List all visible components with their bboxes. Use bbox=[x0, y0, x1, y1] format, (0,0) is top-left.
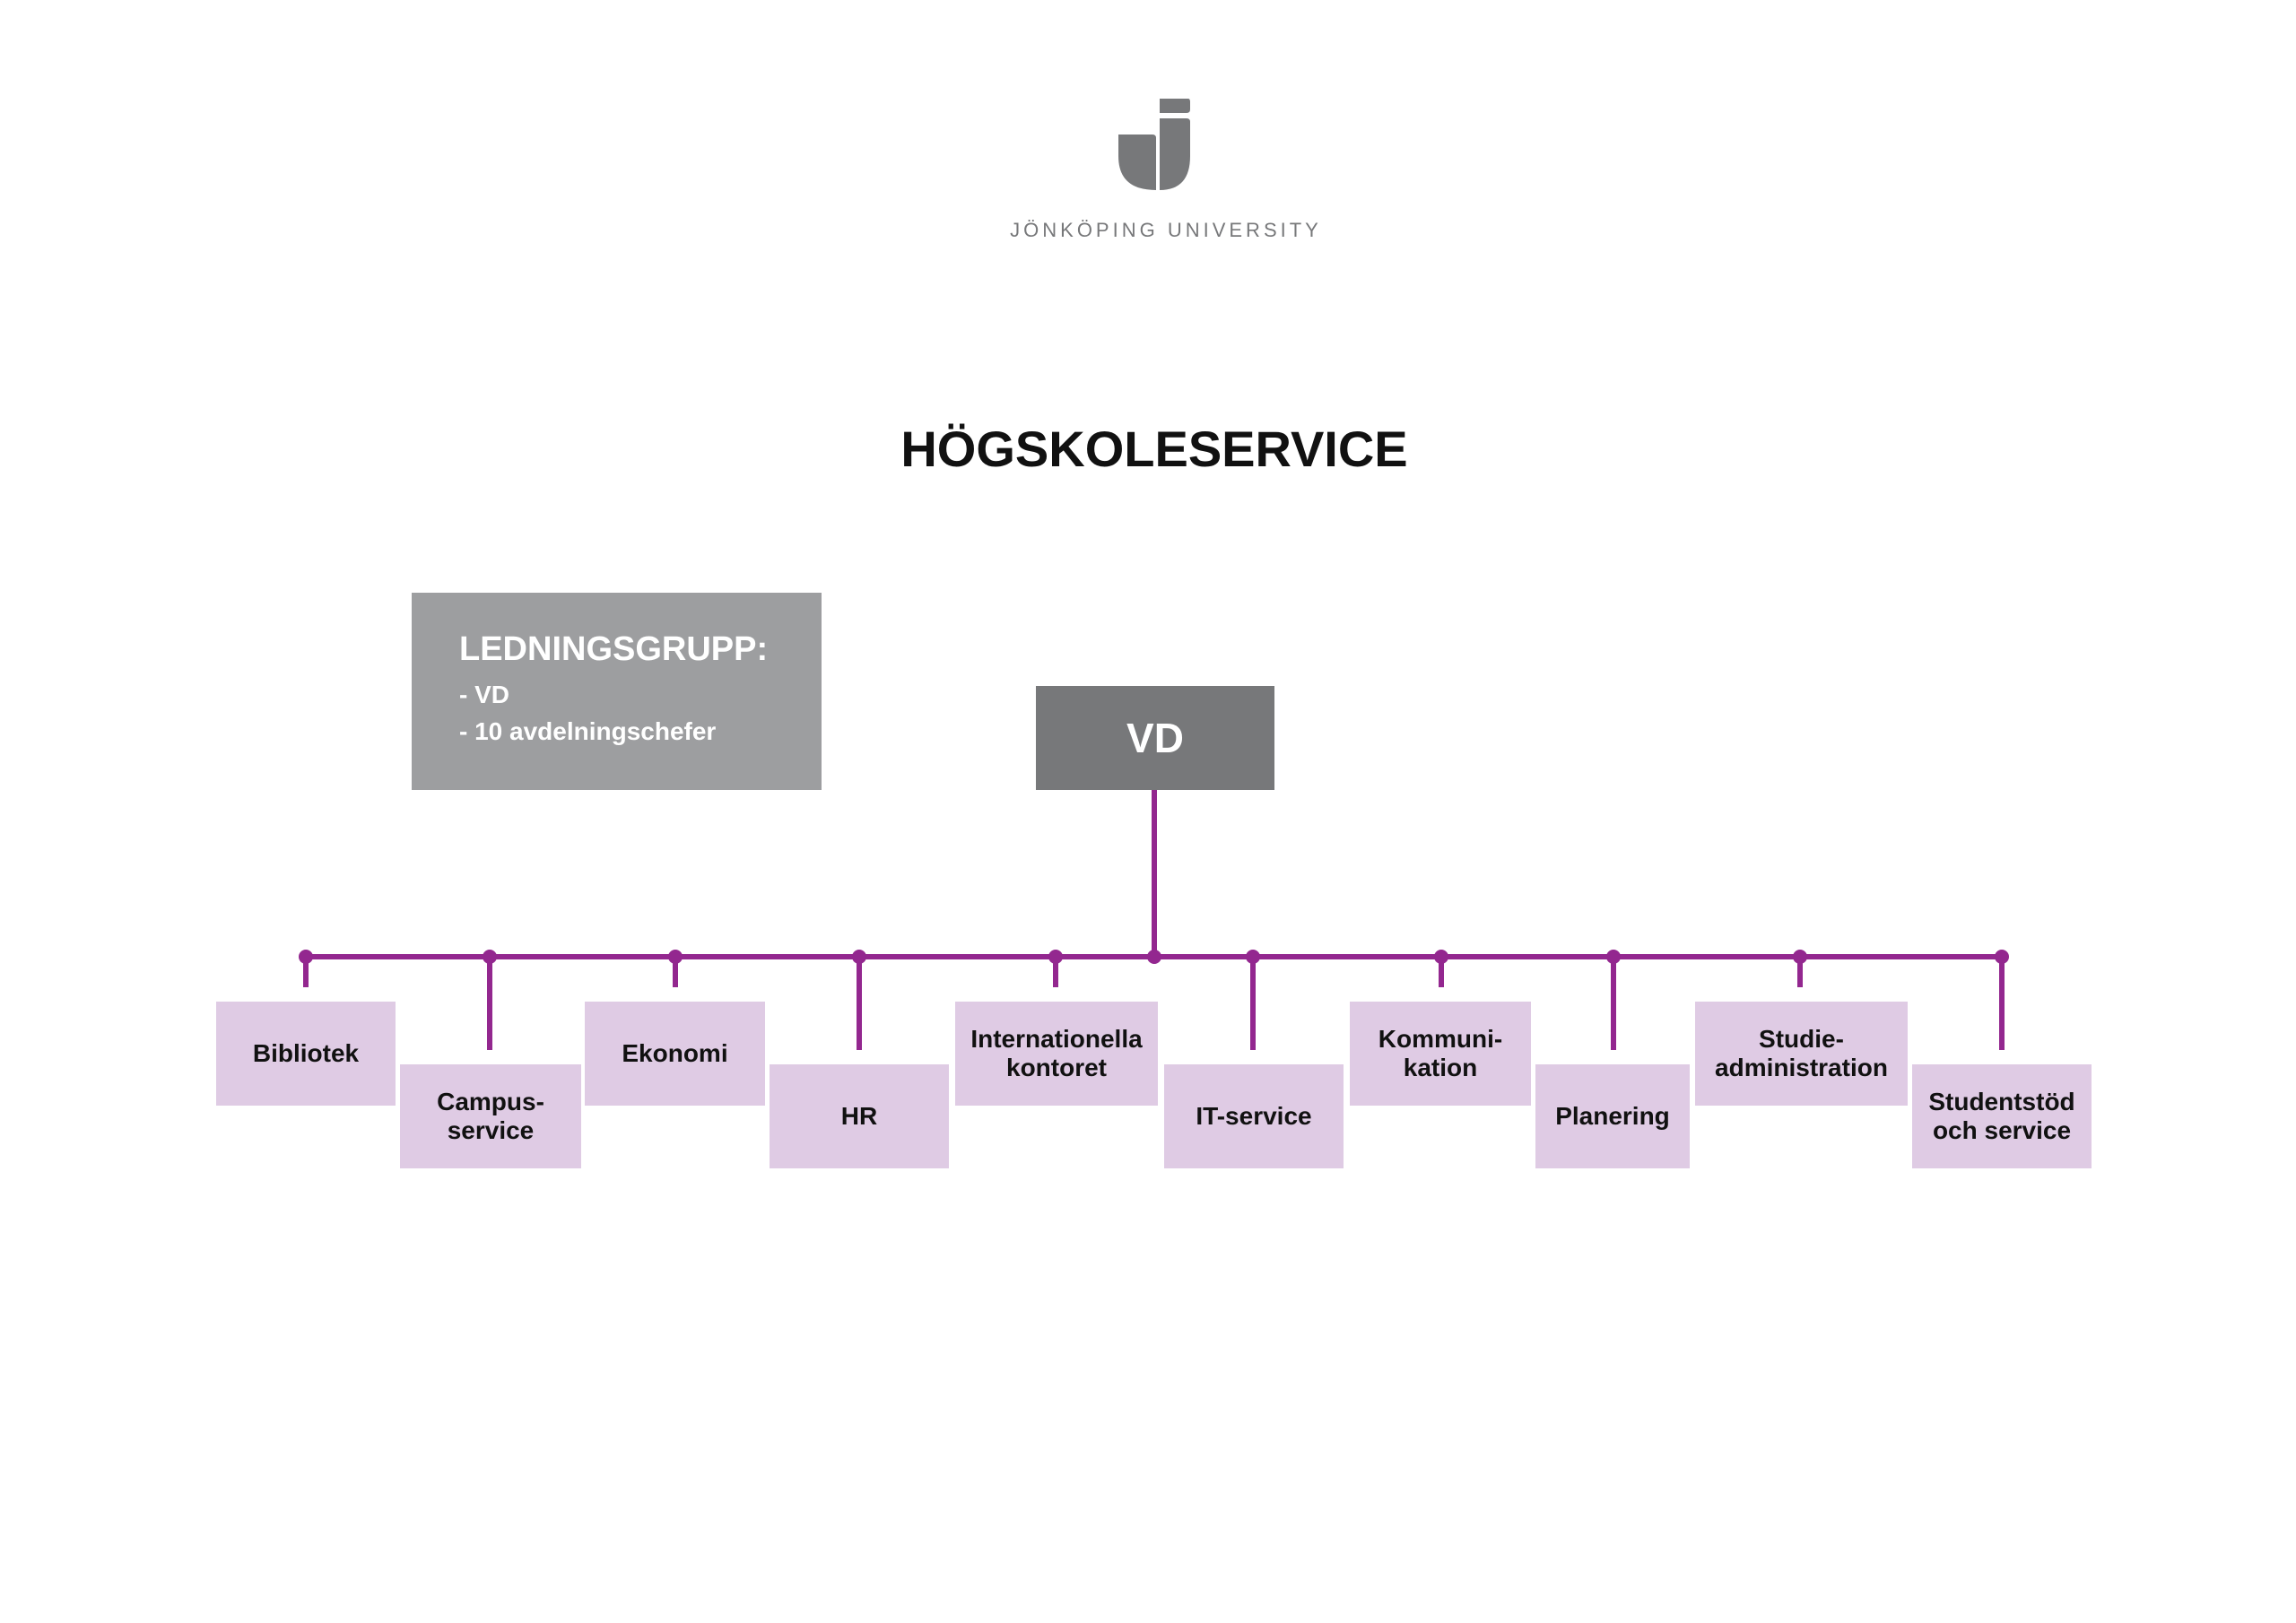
department-box: Studie-administration bbox=[1695, 1002, 1908, 1106]
department-label: Studie- bbox=[1759, 1025, 1844, 1053]
department-label-group: Studie-administration bbox=[1715, 1025, 1888, 1082]
department-connector bbox=[487, 957, 492, 1050]
department-label: Internationella bbox=[970, 1025, 1143, 1053]
department-label-group: IT-service bbox=[1196, 1102, 1311, 1131]
department-connector bbox=[1439, 957, 1444, 987]
head-connector bbox=[1152, 790, 1157, 957]
department-label: kation bbox=[1403, 1054, 1478, 1081]
department-box: HR bbox=[770, 1064, 949, 1168]
department-box: Planering bbox=[1535, 1064, 1690, 1168]
department-box: Kommuni-kation bbox=[1350, 1002, 1531, 1106]
department-connector bbox=[1797, 957, 1803, 987]
department-label-group: Planering bbox=[1555, 1102, 1670, 1131]
university-logo bbox=[1118, 97, 1190, 192]
department-label-group: Ekonomi bbox=[622, 1039, 727, 1068]
page-title: HÖGSKOLESERVICE bbox=[900, 421, 1408, 477]
department-label: IT-service bbox=[1196, 1102, 1312, 1130]
department-label: Planering bbox=[1555, 1102, 1670, 1130]
department-connector bbox=[1611, 957, 1616, 1050]
department-connector bbox=[673, 957, 678, 987]
department-label: Kommuni- bbox=[1378, 1025, 1503, 1053]
department-label: Ekonomi bbox=[622, 1039, 728, 1067]
management-group-box: LEDNINGSGRUPP: - VD - 10 avdelningschefe… bbox=[412, 593, 822, 790]
department-connector bbox=[857, 957, 862, 1050]
department-label-group: Kommuni-kation bbox=[1378, 1025, 1502, 1082]
department-label: administration bbox=[1715, 1054, 1888, 1081]
department-label: kontoret bbox=[1006, 1054, 1107, 1081]
department-label-group: HR bbox=[841, 1102, 877, 1131]
department-connector bbox=[303, 957, 309, 987]
management-item: - VD bbox=[459, 681, 509, 708]
department-label: och service bbox=[1932, 1116, 2072, 1144]
management-item: - 10 avdelningschefer bbox=[459, 717, 717, 745]
department-label: Studentstöd bbox=[1928, 1088, 2075, 1115]
department-connector bbox=[1999, 957, 2005, 1050]
department-box: IT-service bbox=[1164, 1064, 1344, 1168]
department-label: service bbox=[447, 1116, 535, 1144]
department-label-group: Campus-service bbox=[437, 1088, 544, 1145]
department-box: Ekonomi bbox=[585, 1002, 765, 1106]
department-label: Bibliotek bbox=[252, 1039, 360, 1067]
logo-wordmark: JÖNKÖPING UNIVERSITY bbox=[1010, 219, 1322, 241]
department-label: HR bbox=[840, 1102, 878, 1130]
head-box-vd: VD bbox=[1036, 686, 1274, 790]
department-connector bbox=[1250, 957, 1256, 1050]
connector-node bbox=[1147, 950, 1161, 964]
logo-mark-icon bbox=[1118, 99, 1190, 190]
department-label: Campus- bbox=[437, 1088, 544, 1115]
department-connector bbox=[1053, 957, 1058, 987]
department-box: Campus-service bbox=[400, 1064, 581, 1168]
department-label-group: Bibliotek bbox=[253, 1039, 359, 1068]
department-box: Bibliotek bbox=[216, 1002, 396, 1106]
management-heading: LEDNINGSGRUPP: bbox=[459, 630, 769, 668]
